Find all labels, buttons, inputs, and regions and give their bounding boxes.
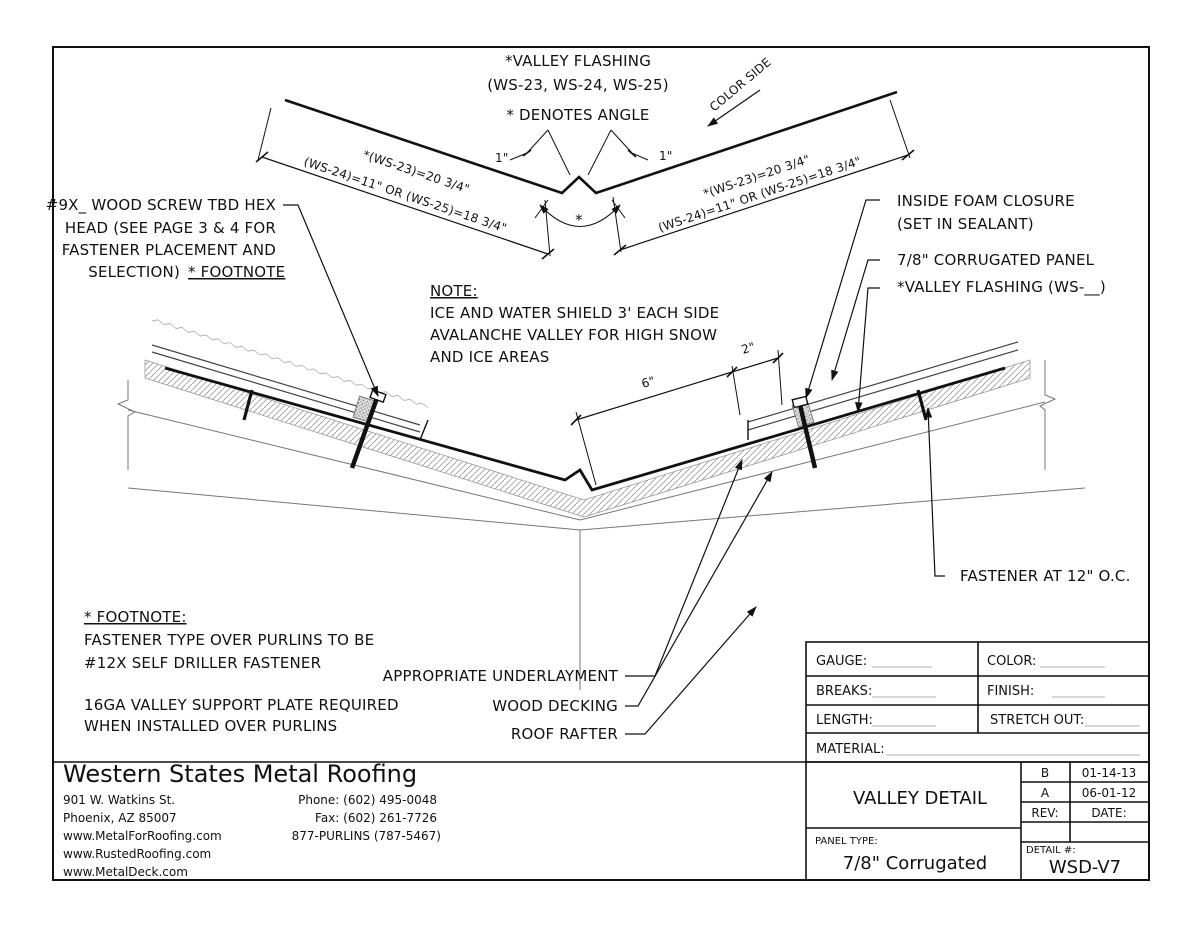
flashing-title-line-2: (WS-23, WS-24, WS-25): [487, 76, 669, 94]
finish-label: FINISH:: [987, 684, 1034, 699]
right-dimension-line-2: (WS-24)=11" OR (WS-25)=18 3/4": [657, 154, 864, 235]
note-line-2: AVALANCHE VALLEY FOR HIGH SNOW: [430, 326, 717, 344]
company-name: Western States Metal Roofing: [63, 760, 417, 788]
fastener-spacing-label: FASTENER AT 12" O.C.: [960, 567, 1131, 585]
note-heading: NOTE:: [430, 282, 478, 300]
valley-section: [116, 319, 1086, 690]
company-website-2: www.RustedRoofing.com: [63, 847, 211, 861]
company-toll-free: 877-PURLINS (787-5467): [292, 829, 441, 843]
screw-note-line-2: HEAD (SEE PAGE 3 & 4 FOR: [65, 219, 276, 237]
denotes-angle-note: * DENOTES ANGLE: [506, 106, 649, 124]
one-inch-right-dimension: 1": [659, 149, 673, 163]
screw-note-footnote-ref: * FOOTNOTE: [188, 263, 285, 281]
revision-a: A: [1041, 786, 1050, 800]
two-inch-dimension: 2": [740, 340, 757, 357]
underlayment-label: APPROPRIATE UNDERLAYMENT: [383, 667, 619, 685]
note-line-1: ICE AND WATER SHIELD 3' EACH SIDE: [430, 304, 719, 322]
one-inch-left-dimension: 1": [495, 151, 509, 165]
detail-number-label: DETAIL #:: [1026, 845, 1076, 856]
revision-column-label: REV:: [1031, 806, 1058, 820]
footnote-line-1: FASTENER TYPE OVER PURLINS TO BE: [84, 631, 374, 649]
six-inch-dimension: 6": [640, 374, 657, 391]
screw-note-line-4: SELECTION): [88, 263, 180, 281]
flashing-title-line-1: *VALLEY FLASHING: [505, 52, 651, 70]
angle-mark: *: [575, 211, 583, 229]
company-website-1: www.MetalForRoofing.com: [63, 829, 222, 843]
note-line-3: AND ICE AREAS: [430, 348, 550, 366]
valley-flashing-label: *VALLEY FLASHING (WS-__): [897, 278, 1106, 297]
date-column-label: DATE:: [1091, 806, 1126, 820]
roof-rafter-label: ROOF RAFTER: [511, 725, 618, 743]
sheet-border: [52, 46, 1150, 881]
leader-lines: [283, 199, 945, 735]
length-label: LENGTH:: [816, 713, 873, 728]
revision-b: B: [1041, 766, 1049, 780]
spec-table: GAUGE: COLOR: BREAKS: FINISH: LENGTH: ST…: [805, 641, 1150, 763]
detail-title: VALLEY DETAIL: [853, 788, 987, 809]
detail-number: WSD-V7: [1049, 857, 1121, 878]
material-label: MATERIAL:: [816, 742, 885, 757]
footnote-line-2: #12X SELF DRILLER FASTENER: [84, 654, 321, 672]
support-plate-line-2: WHEN INSTALLED OVER PURLINS: [84, 717, 337, 735]
revision-a-date: 06-01-12: [1082, 786, 1136, 800]
screw-note-line-1: #9X_ WOOD SCREW TBD HEX: [46, 196, 276, 215]
panel-type-value: 7/8" Corrugated: [843, 853, 987, 874]
stretch-out-label: STRETCH OUT:: [990, 713, 1084, 728]
wood-decking-label: WOOD DECKING: [492, 697, 618, 715]
company-website-3: www.MetalDeck.com: [63, 865, 188, 879]
color-side-label: COLOR SIDE: [707, 55, 774, 114]
company-fax: Fax: (602) 261-7726: [315, 811, 437, 825]
inside-foam-line-1: INSIDE FOAM CLOSURE: [897, 192, 1075, 210]
company-phone: Phone: (602) 495-0048: [298, 793, 437, 807]
revision-b-date: 01-14-13: [1082, 766, 1136, 780]
gauge-label: GAUGE:: [816, 654, 867, 669]
flashing-profile: [255, 89, 915, 260]
footnote-heading: * FOOTNOTE:: [84, 608, 187, 626]
title-block: Western States Metal Roofing 901 W. Watk…: [53, 760, 1149, 880]
company-address-line-2: Phoenix, AZ 85007: [63, 811, 177, 825]
screw-note-line-3: FASTENER PLACEMENT AND: [62, 241, 276, 259]
panel-type-label: PANEL TYPE:: [815, 836, 878, 847]
support-plate-line-1: 16GA VALLEY SUPPORT PLATE REQUIRED: [84, 696, 399, 714]
breaks-label: BREAKS:: [816, 684, 872, 699]
color-label: COLOR:: [987, 654, 1036, 669]
company-address-line-1: 901 W. Watkins St.: [63, 793, 175, 807]
inside-foam-line-2: (SET IN SEALANT): [897, 215, 1034, 233]
corrugated-panel-label: 7/8" CORRUGATED PANEL: [897, 251, 1095, 269]
drawing-labels: *VALLEY FLASHING (WS-23, WS-24, WS-25) *…: [46, 52, 1131, 743]
